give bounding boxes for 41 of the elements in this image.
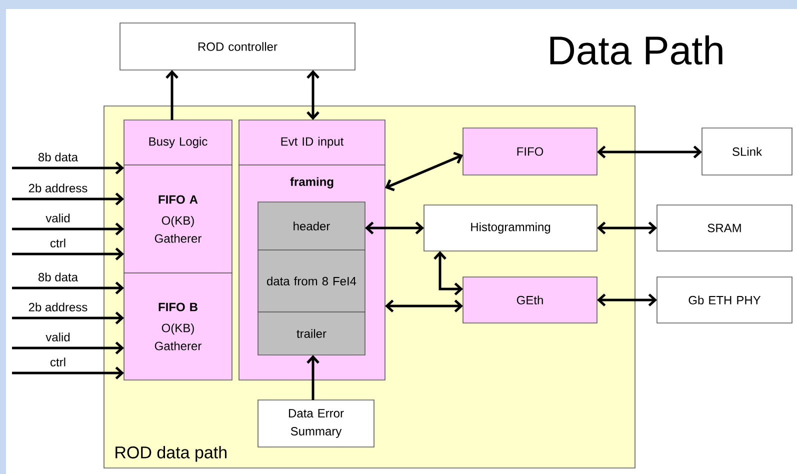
controller-box: ROD controller [120,22,356,70]
arrow [434,251,463,296]
edge-label: 2b address [28,184,88,192]
arrow [12,192,124,206]
arrow [597,294,657,306]
title: Data Path [550,35,722,65]
edge-label: 8b data [38,152,78,162]
arrow [12,366,124,380]
arrow [306,70,320,120]
phy-box: Gb ETH PHY [656,276,792,324]
data-box: data from 8 FeI4 [258,250,366,312]
arrow [12,282,124,294]
arrow [365,222,424,234]
arrow [385,300,463,312]
edge-label: ctrl [50,358,66,366]
logic-box: Busy Logic [124,120,232,166]
slink-box: SLink [702,128,792,176]
histogram-box: Histogramming [424,204,598,252]
trailer-box: trailer [258,312,366,356]
edge-label: valid [46,332,70,342]
sram-box: SRAM [656,204,792,252]
edge-label: ctrl [50,238,66,248]
arrow [166,70,178,120]
arrow [597,146,702,158]
arrow [12,248,124,260]
arrow [12,312,124,324]
edge-label: 2b address [28,302,88,312]
edge-label: valid [46,214,70,222]
fifo-box: FIFO B O(KB) Gatherer [124,272,232,380]
geth-box: GEth [462,276,598,324]
edge-label: 8b data [38,272,78,282]
arrow [12,342,124,354]
summary-box: Data Error Summary [258,400,374,448]
arrow [12,162,124,174]
header-box: header [258,202,366,250]
arrow [385,152,463,192]
arrow [12,222,124,236]
fifo-box: FIFO [462,128,598,176]
arrow [306,355,320,400]
arrow [597,222,657,234]
input-box: Evt ID input [238,120,386,166]
